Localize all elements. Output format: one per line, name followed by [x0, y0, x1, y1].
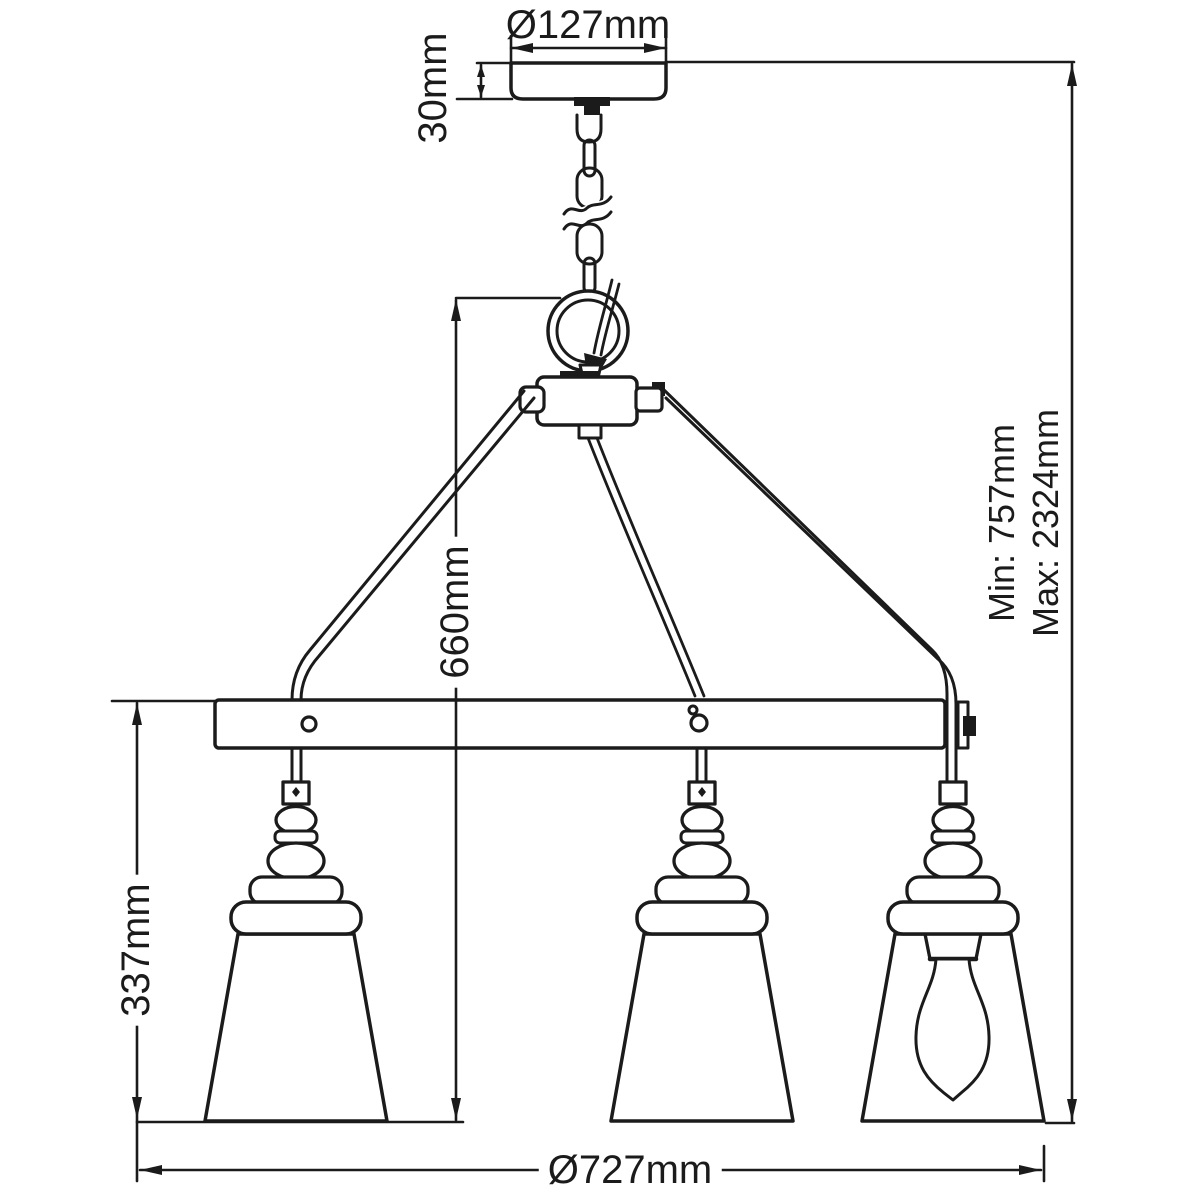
- lamp-stem: [229, 780, 363, 936]
- lamp-left: [203, 746, 389, 1123]
- shade-drop-label: 337mm: [113, 874, 159, 1026]
- lamp-shade: [203, 932, 389, 1123]
- canopy: [509, 61, 668, 115]
- body-height-label: 660mm: [432, 536, 478, 688]
- right-arm: [661, 387, 949, 784]
- left-arm: [290, 389, 526, 702]
- center-cord-drop: [586, 436, 697, 698]
- cross-bar: [213, 698, 976, 750]
- power-cord: [592, 278, 621, 357]
- lamp-stem: [635, 780, 769, 936]
- dim-canopy-height: [455, 61, 514, 101]
- dim-min-max-drop: [664, 60, 1077, 1125]
- dim-canopy-diameter: [509, 34, 668, 64]
- bar-keyhole: [689, 713, 709, 733]
- center-hub: [518, 353, 665, 440]
- dim-body-height: [451, 296, 562, 1122]
- chain-break: [562, 195, 613, 231]
- lamp-middle: [609, 746, 795, 1123]
- bar-hole-left: [300, 715, 318, 733]
- light-bulb: [914, 957, 991, 1102]
- hub-right-socket: [634, 386, 664, 413]
- suspension-chain: [562, 113, 613, 295]
- canopy-diameter-label: Ø127mm: [505, 3, 671, 47]
- lamp-stem: [886, 780, 1020, 936]
- max-drop-label: Max: 2324mm: [1025, 408, 1066, 638]
- bar-end-knob: [963, 716, 976, 736]
- lamp-shade: [609, 932, 795, 1123]
- chain-clevis: [575, 113, 603, 144]
- fixture-diameter-label: Ø727mm: [538, 1147, 722, 1193]
- support-arms: [290, 387, 958, 784]
- bulb-socket: [923, 932, 983, 961]
- lamp-right: [860, 780, 1046, 1123]
- min-drop-label: Min: 757mm: [981, 423, 1022, 623]
- canopy-height-label: 30mm: [411, 32, 455, 144]
